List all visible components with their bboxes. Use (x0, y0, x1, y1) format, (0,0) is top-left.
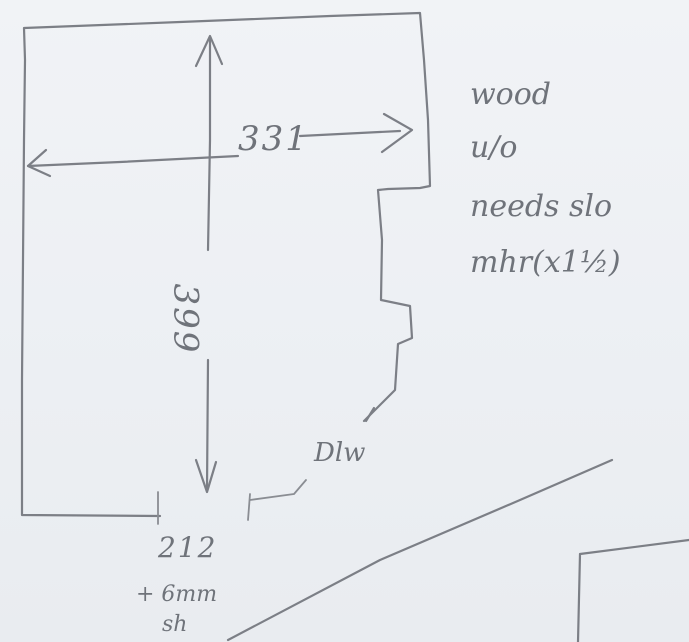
bottom-measure-label: 212 (158, 531, 218, 564)
height-arrow-bottom-head (194, 458, 218, 494)
room-outline (20, 11, 432, 518)
dlw-label: Dlw (314, 438, 366, 468)
dlw-leader (364, 406, 376, 423)
side-note-line-2: u/o (470, 130, 518, 165)
diagonal-line (226, 458, 614, 642)
second-room-outline (576, 538, 689, 642)
width-arrow-left-head (26, 148, 52, 178)
height-dimension-label: 399 (165, 283, 206, 355)
side-note-line-1: wood (470, 77, 552, 112)
side-note-line-3: needs slo (470, 189, 613, 224)
height-arrow-line (205, 36, 212, 492)
bottom-note-offset: + 6mm (136, 582, 218, 607)
width-arrow-line (26, 129, 402, 168)
side-note-line-4: mhr(x1½) (470, 245, 621, 280)
width-dimension-label: 331 (238, 119, 309, 159)
height-arrow-top-head (194, 34, 224, 68)
bottom-note-sh: sh (162, 612, 188, 637)
gap-dimension (157, 479, 307, 525)
width-arrow-right-head (380, 112, 414, 154)
